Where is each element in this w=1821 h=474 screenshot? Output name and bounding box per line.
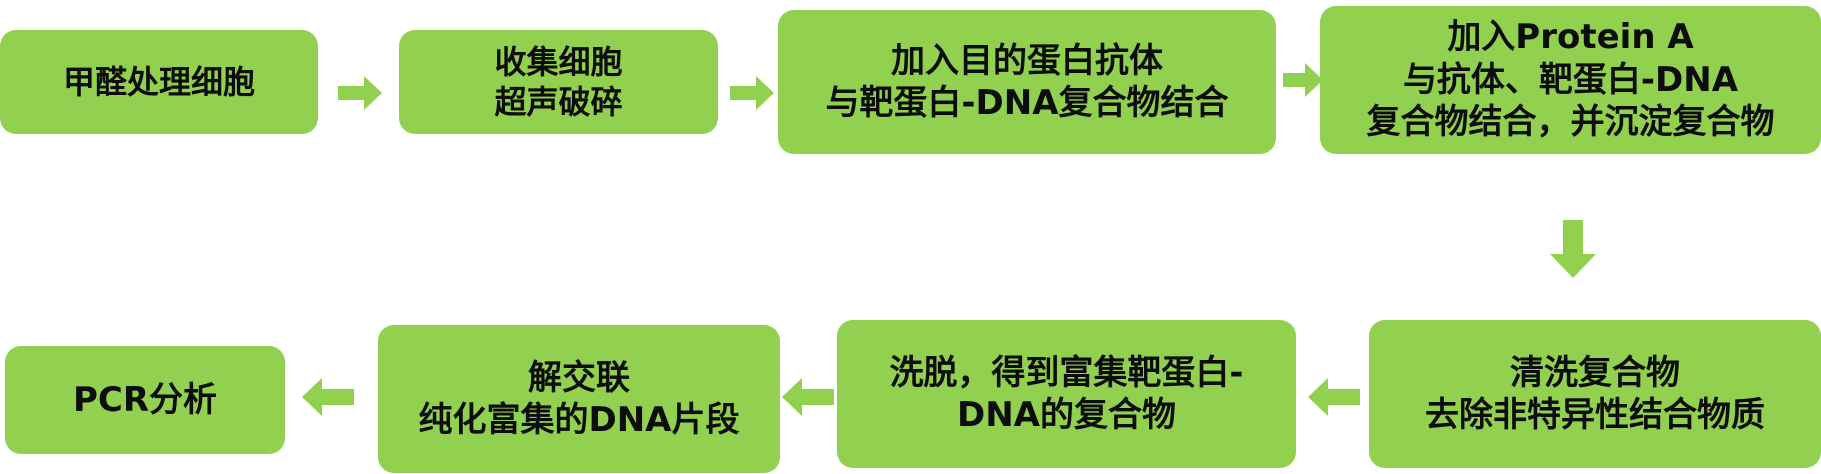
step-4-box: 加入Protein A 与抗体、靶蛋白-DNA 复合物结合，并沉淀复合物 [1320,6,1821,154]
step-3-line-2: 与靶蛋白-DNA复合物结合 [825,83,1229,123]
step-4-line-3: 复合物结合，并沉淀复合物 [1366,102,1775,143]
step-2-line-2: 超声破碎 [494,83,623,121]
step-4-line-2: 与抗体、靶蛋白-DNA [1402,59,1739,100]
step-3-line-1: 加入目的蛋白抗体 [891,40,1163,81]
step-2-line-1: 收集细胞 [494,43,623,81]
arrow-left-icon [302,378,354,416]
step-8-line-1: PCR分析 [72,379,218,420]
step-6-line-2: DNA的复合物 [957,395,1176,435]
step-8-box: PCR分析 [5,346,285,454]
step-5-line-2: 去除非特异性结合物质 [1425,395,1765,435]
step-7-line-1: 解交联 [528,357,630,398]
step-6-box: 洗脱，得到富集靶蛋白- DNA的复合物 [837,320,1296,468]
step-2-box: 收集细胞 超声破碎 [399,30,718,134]
step-7-box: 解交联 纯化富集的DNA片段 [378,325,780,473]
arrow-left-icon [782,378,834,416]
step-3-box: 加入目的蛋白抗体 与靶蛋白-DNA复合物结合 [778,10,1276,154]
step-5-line-1: 清洗复合物 [1510,352,1680,393]
step-5-box: 清洗复合物 去除非特异性结合物质 [1369,320,1821,468]
step-4-line-1: 加入Protein A [1447,17,1694,58]
step-6-line-1: 洗脱，得到富集靶蛋白- [889,352,1244,393]
arrow-right-icon [730,76,774,110]
step-1-line-1: 甲醛处理细胞 [62,63,255,101]
step-7-line-2: 纯化富集的DNA片段 [418,400,740,440]
arrow-right-icon [1283,63,1323,97]
step-1-box: 甲醛处理细胞 [0,30,318,134]
arrow-down-icon [1550,220,1596,278]
arrow-right-icon [338,76,382,110]
arrow-left-icon [1308,378,1360,416]
